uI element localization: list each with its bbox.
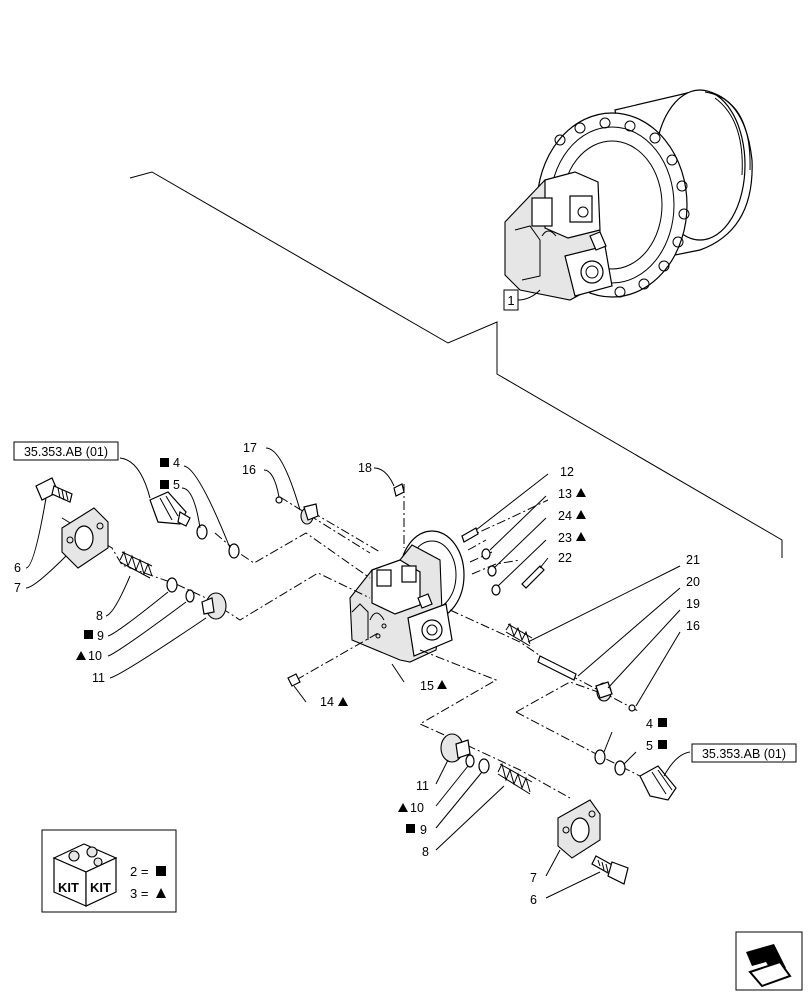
travel-motor-assembly bbox=[504, 89, 753, 301]
callout-6-left[interactable]: 6 bbox=[14, 561, 21, 575]
poppet-11-left bbox=[201, 592, 227, 620]
spring-21 bbox=[505, 622, 533, 647]
callout-11-right[interactable]: 11 bbox=[416, 779, 429, 793]
square-symbol-icon bbox=[156, 866, 166, 876]
callout-15[interactable]: 15 bbox=[420, 679, 434, 693]
plug-24 bbox=[487, 565, 497, 577]
callout-20[interactable]: 20 bbox=[686, 575, 700, 589]
oring-4-left bbox=[228, 543, 240, 559]
callout-6-right[interactable]: 6 bbox=[530, 893, 537, 907]
callout-5-left[interactable]: 5 bbox=[173, 478, 180, 492]
triangle-symbol-icon bbox=[76, 651, 86, 660]
plug-13 bbox=[481, 548, 491, 560]
callout-12[interactable]: 12 bbox=[560, 465, 574, 479]
ring-9-left bbox=[166, 577, 178, 593]
callout-5-right[interactable]: 5 bbox=[646, 739, 653, 753]
navigation-arrow-icon[interactable] bbox=[735, 931, 803, 991]
triangle-symbol-icon bbox=[156, 888, 166, 898]
reference-label-left[interactable]: 35.353.AB (01) bbox=[24, 445, 108, 459]
pin-16-right bbox=[628, 704, 636, 712]
callout-8-left[interactable]: 8 bbox=[96, 609, 103, 623]
valve-housing bbox=[349, 530, 465, 663]
rod-20 bbox=[537, 655, 577, 681]
callout-21[interactable]: 21 bbox=[686, 553, 700, 567]
triangle-symbol-icon bbox=[338, 697, 348, 706]
kit-legend-triangle-line: 3 = bbox=[130, 886, 148, 901]
triangle-symbol-icon bbox=[437, 680, 447, 689]
pin-22 bbox=[521, 565, 545, 589]
callout-4-left[interactable]: 4 bbox=[173, 456, 180, 470]
spring-8-right bbox=[497, 762, 533, 795]
triangle-symbol-icon bbox=[576, 532, 586, 541]
plug-14 bbox=[287, 673, 301, 687]
leader-lines bbox=[25, 447, 691, 899]
ring-10-left bbox=[185, 589, 195, 603]
callout-18[interactable]: 18 bbox=[358, 461, 372, 475]
spring-8-left bbox=[119, 550, 153, 579]
poppet-11-right bbox=[440, 733, 471, 763]
callout-10-left[interactable]: 10 bbox=[88, 649, 102, 663]
callout-17[interactable]: 17 bbox=[243, 441, 257, 455]
kit-word-left: KIT bbox=[58, 880, 79, 895]
callout-16-left[interactable]: 16 bbox=[242, 463, 256, 477]
kit-box-icon: KIT KIT bbox=[52, 843, 118, 907]
plug-23 bbox=[491, 584, 501, 596]
square-symbol-icon bbox=[160, 458, 169, 467]
triangle-symbol-icon bbox=[576, 488, 586, 497]
ring-9-right bbox=[478, 758, 490, 774]
screw-18 bbox=[393, 483, 405, 497]
pin-12 bbox=[461, 527, 479, 543]
callout-22[interactable]: 22 bbox=[558, 551, 572, 565]
square-symbol-icon bbox=[160, 480, 169, 489]
square-symbol-icon bbox=[658, 740, 667, 749]
callout-10-right[interactable]: 10 bbox=[410, 801, 424, 815]
oring-5-left bbox=[196, 524, 208, 540]
reference-label-right[interactable]: 35.353.AB (01) bbox=[702, 747, 786, 761]
assembly-boundary-line bbox=[129, 171, 783, 558]
ring-10-right bbox=[465, 754, 475, 768]
screw-6-left bbox=[35, 477, 73, 503]
cover-plate-7-right bbox=[557, 799, 601, 859]
callout-24[interactable]: 24 bbox=[558, 509, 572, 523]
callout-11-left[interactable]: 11 bbox=[92, 671, 105, 685]
callout-23[interactable]: 23 bbox=[558, 531, 572, 545]
plug-17 bbox=[300, 503, 319, 525]
triangle-symbol-icon bbox=[576, 510, 586, 519]
callout-8-right[interactable]: 8 bbox=[422, 845, 429, 859]
reference-box-left[interactable] bbox=[13, 441, 119, 461]
square-symbol-icon bbox=[658, 718, 667, 727]
callout-19[interactable]: 19 bbox=[686, 597, 700, 611]
plug-fitting-right bbox=[639, 765, 677, 801]
screw-6-right bbox=[591, 855, 629, 885]
callout-13[interactable]: 13 bbox=[558, 487, 572, 501]
kit-legend-square-line: 2 = bbox=[130, 864, 148, 879]
plug-19 bbox=[595, 681, 613, 702]
cover-plate-7-left bbox=[61, 507, 109, 569]
reference-box-right[interactable] bbox=[691, 743, 797, 763]
callout-7-left[interactable]: 7 bbox=[14, 581, 21, 595]
pin-16-left bbox=[275, 496, 283, 504]
kit-legend: KIT KIT 2 = 3 = bbox=[41, 829, 177, 913]
callout-14[interactable]: 14 bbox=[320, 695, 334, 709]
callout-16-right[interactable]: 16 bbox=[686, 619, 700, 633]
callout-1[interactable]: 1 bbox=[507, 293, 514, 308]
kit-word-right: KIT bbox=[90, 880, 111, 895]
oring-4-right bbox=[594, 749, 606, 765]
square-symbol-icon bbox=[406, 824, 415, 833]
callout-9-right[interactable]: 9 bbox=[420, 823, 427, 837]
callout-9-left[interactable]: 9 bbox=[97, 629, 104, 643]
oring-5-right bbox=[614, 760, 626, 776]
plug-fitting-left bbox=[149, 491, 191, 527]
triangle-symbol-icon bbox=[398, 803, 408, 812]
callout-4-right[interactable]: 4 bbox=[646, 717, 653, 731]
square-symbol-icon bbox=[84, 630, 93, 639]
callout-7-right[interactable]: 7 bbox=[530, 871, 537, 885]
